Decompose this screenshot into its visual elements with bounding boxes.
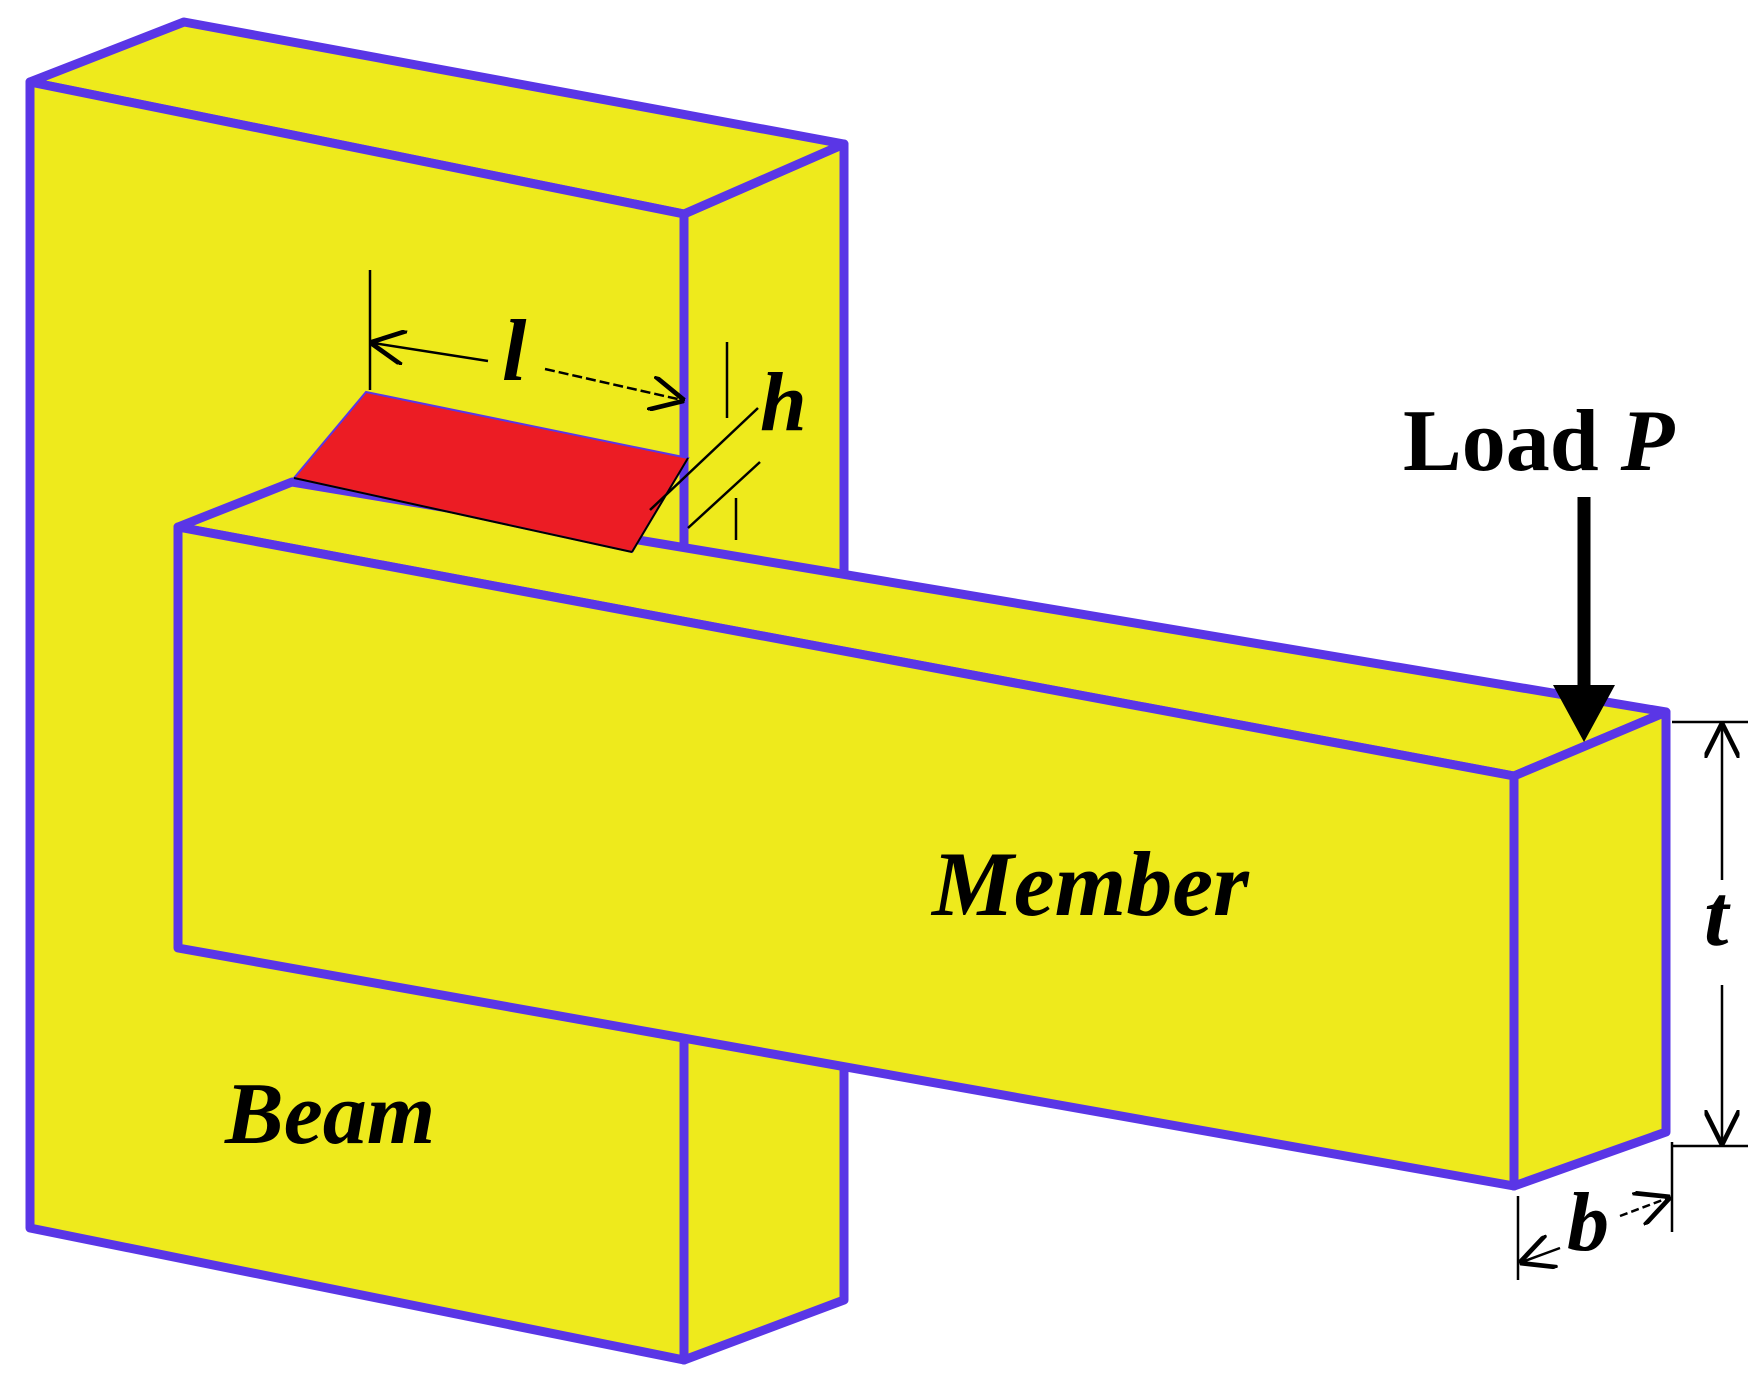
dimension-member-thickness: [1672, 720, 1748, 1148]
member-end-face: [1509, 707, 1671, 1191]
beam-label: Beam: [224, 1066, 435, 1163]
h-dimension-line-lower: [687, 461, 761, 529]
member: [173, 477, 1671, 1191]
weld: [292, 390, 690, 554]
load-label-word: Load: [1403, 393, 1621, 490]
dimension-line-left: [373, 343, 489, 361]
b-dimension-line-left: [1522, 1248, 1561, 1262]
member-label: Member: [930, 833, 1250, 935]
member-width-label: b: [1567, 1176, 1609, 1269]
load-label-symbol: P: [1620, 393, 1676, 490]
load-arrow: [1553, 497, 1615, 742]
weld-height-label: h: [760, 356, 807, 449]
member-thickness-label: t: [1704, 868, 1731, 965]
weld-length-label: l: [502, 303, 527, 400]
weld-root-edge: [293, 477, 633, 553]
load-label: Load P: [1403, 393, 1676, 490]
weld-end-edge: [631, 457, 689, 553]
dimension-weld-length: [370, 270, 682, 400]
load-arrowhead: [1553, 685, 1615, 742]
h-dimension-line-upper: [649, 407, 759, 511]
dimension-line-right: [544, 367, 682, 400]
dimension-weld-height: [649, 342, 761, 540]
member-front-face: [173, 522, 1519, 1191]
b-dimension-line-right: [1619, 1198, 1668, 1216]
dimension-member-width: [1518, 1142, 1672, 1280]
